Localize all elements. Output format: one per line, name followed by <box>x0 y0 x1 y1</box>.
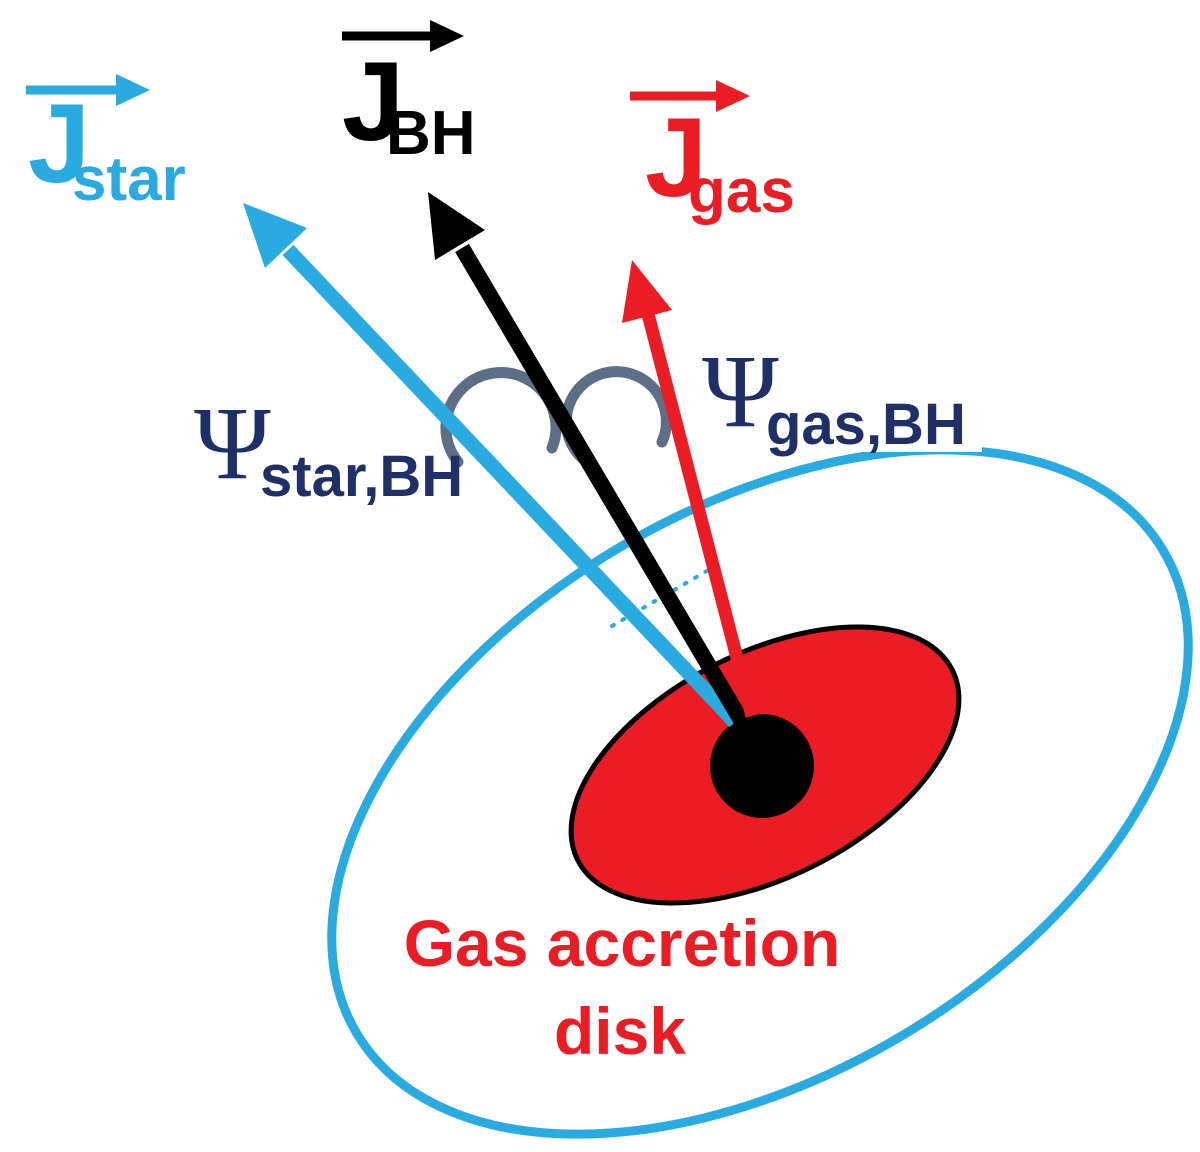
j-star-vector-arrowhead-icon <box>243 203 307 268</box>
j-gas-symbol: J <box>645 95 707 220</box>
gas-accretion-disk-label: Gas accretion disk <box>404 906 841 1068</box>
j-gas-overbar-arrowhead-icon <box>716 80 750 112</box>
j-gas-vector-arrowhead-icon <box>622 260 672 323</box>
j-bh-label: J BH <box>342 20 476 168</box>
j-star-subscript: star <box>72 145 186 214</box>
psi-star-bh-subscript: star,BH <box>260 444 463 509</box>
psi-gas-bh-subscript: gas,BH <box>766 392 966 457</box>
j-gas-subscript: gas <box>688 157 795 226</box>
psi-star-bh-label: Ψ star,BH <box>194 386 463 509</box>
j-bh-vector <box>428 192 755 737</box>
outer-disk-ellipse <box>327 445 1193 1139</box>
gas-accretion-disk-label-line2: disk <box>554 994 686 1068</box>
j-star-label: J star <box>26 74 186 214</box>
j-bh-vector-arrowhead-icon <box>428 192 485 260</box>
psi-gas-bh-label: Ψ gas,BH <box>702 334 966 457</box>
psi-gas-bh-label-background <box>686 330 982 452</box>
psi-star-bh-symbol: Ψ <box>194 386 271 501</box>
black-hole-circle <box>710 714 814 818</box>
j-gas-vector-shaft <box>641 312 759 718</box>
j-star-overbar-arrowhead-icon <box>116 74 150 106</box>
j-bh-overbar-arrowhead-icon <box>430 20 464 52</box>
disk-plane-dotted-line <box>610 566 714 628</box>
j-bh-subscript: BH <box>386 99 476 168</box>
j-star-vector <box>243 203 741 728</box>
gas-accretion-disk-label-line1: Gas accretion <box>404 906 841 980</box>
psi-gas-bh-symbol: Ψ <box>702 334 779 449</box>
j-star-symbol: J <box>28 81 90 206</box>
j-bh-vector-shaft <box>455 243 755 737</box>
j-star-vector-shaft <box>282 244 741 728</box>
j-gas-vector <box>622 260 759 718</box>
j-bh-symbol: J <box>342 39 404 164</box>
j-gas-label: J gas <box>630 80 795 226</box>
